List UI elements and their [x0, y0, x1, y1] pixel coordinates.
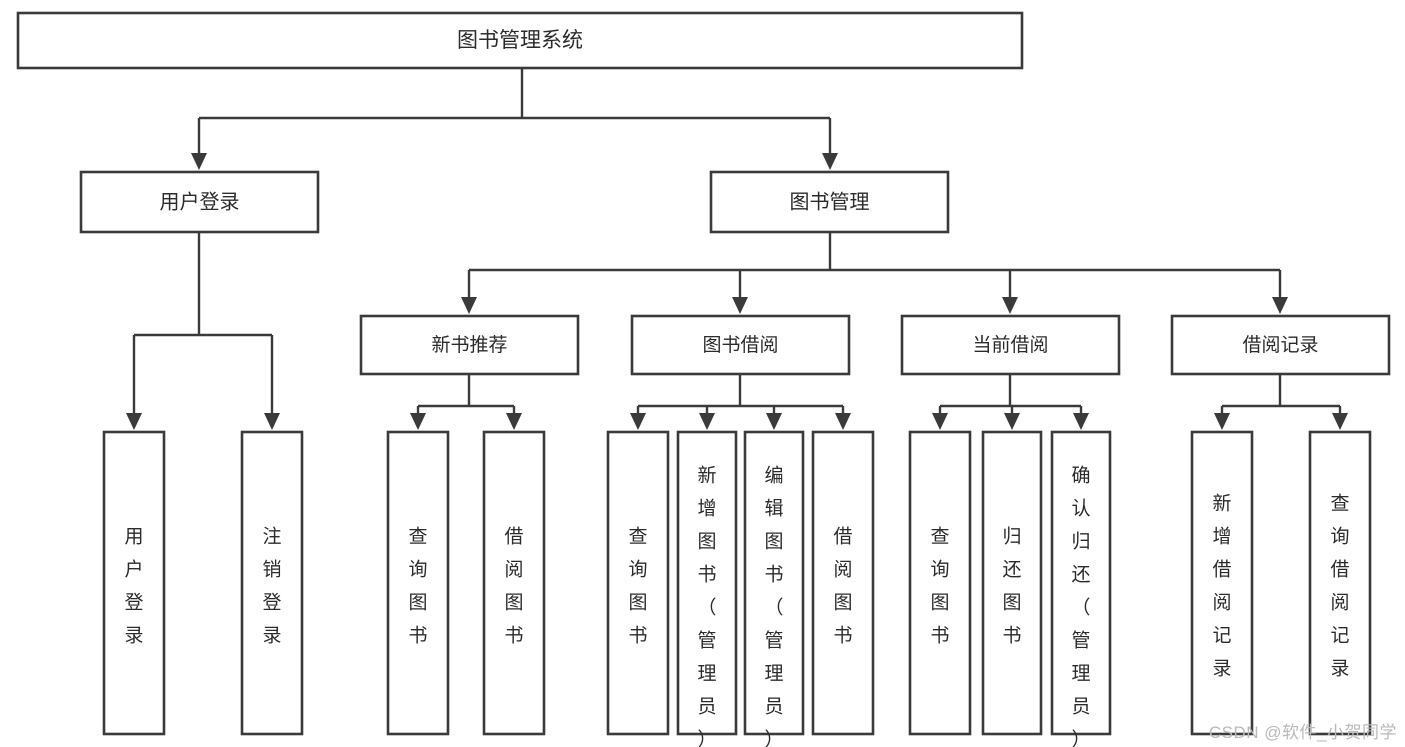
node-box[interactable]	[1170, 314, 1391, 376]
node-box[interactable]	[606, 430, 670, 736]
node-label: 借阅图书	[504, 526, 523, 647]
node-label: 新增图书（管理员）	[697, 465, 716, 747]
node-label: 查询图书	[930, 526, 949, 647]
node-label: 借阅图书	[833, 526, 852, 647]
node-label: 图书借阅	[702, 334, 778, 356]
node-box[interactable]	[359, 314, 580, 376]
connector-borrow-record-to-leaves	[1214, 374, 1348, 430]
leaf-node-leaf-query-book-recommend[interactable]: 查询图书	[386, 430, 450, 736]
root-node-root[interactable]: 图书管理系统	[16, 11, 1024, 70]
node-label: 查询借阅记录	[1330, 493, 1349, 680]
node-label: 查询图书	[408, 526, 427, 647]
level3-node-current-borrow[interactable]: 当前借阅	[900, 314, 1121, 376]
node-box[interactable]	[709, 170, 950, 234]
leaf-node-leaf-edit-book[interactable]: 编辑图书（管理员）	[743, 430, 805, 747]
level2-node-user-login[interactable]: 用户登录	[79, 170, 320, 234]
node-box[interactable]	[240, 430, 304, 736]
level2-node-book-manage[interactable]: 图书管理	[709, 170, 950, 234]
leaf-node-leaf-query-book-borrow[interactable]: 查询图书	[606, 430, 670, 736]
node-label: 用户登录	[160, 190, 240, 213]
connector-root-to-level2	[191, 68, 838, 170]
node-label: 注销登录	[262, 526, 281, 647]
node-box[interactable]	[1308, 430, 1372, 736]
node-label: 归还图书	[1002, 526, 1021, 647]
leaf-node-leaf-confirm-return[interactable]: 确认归还（管理员）	[1050, 430, 1112, 747]
node-box[interactable]	[676, 430, 738, 736]
csdn-watermark: CSDN @软件_小贺同学	[1208, 723, 1397, 742]
node-label: 用户登录	[124, 527, 143, 647]
leaf-node-leaf-add-book[interactable]: 新增图书（管理员）	[676, 430, 738, 747]
leaf-node-leaf-borrow-book-recommend[interactable]: 借阅图书	[482, 430, 546, 736]
node-box[interactable]	[908, 430, 972, 736]
leaf-node-leaf-add-borrow-record[interactable]: 新增借阅记录	[1190, 430, 1254, 736]
connector-current-borrow-to-leaves	[932, 374, 1089, 430]
connector-layer	[126, 68, 1348, 430]
node-label: 当前借阅	[972, 334, 1048, 356]
connector-book-borrow-to-leaves	[630, 374, 851, 430]
node-box[interactable]	[1050, 430, 1112, 736]
node-label: 图书管理系统	[457, 29, 583, 52]
node-box[interactable]	[79, 170, 320, 234]
node-label: 确认归还（管理员）	[1071, 465, 1090, 747]
leaf-node-leaf-user-login[interactable]: 用户登录	[102, 430, 166, 736]
leaf-node-leaf-borrow-book[interactable]: 借阅图书	[811, 430, 875, 736]
node-box[interactable]	[102, 430, 166, 736]
node-box[interactable]	[386, 430, 450, 736]
node-label: 图书管理	[790, 190, 870, 213]
connector-book-manage-to-level3	[461, 232, 1288, 314]
node-box[interactable]	[900, 314, 1121, 376]
node-box[interactable]	[1190, 430, 1254, 736]
node-label: 查询图书	[628, 526, 647, 647]
node-box[interactable]	[811, 430, 875, 736]
connector-new-book-recommend-to-leaves	[410, 374, 522, 430]
node-box[interactable]	[630, 314, 851, 376]
leaf-node-leaf-logout-login[interactable]: 注销登录	[240, 430, 304, 736]
node-layer: 图书管理系统用户登录图书管理新书推荐图书借阅当前借阅借阅记录用户登录注销登录查询…	[16, 11, 1391, 747]
node-box[interactable]	[981, 430, 1043, 736]
level3-node-book-borrow[interactable]: 图书借阅	[630, 314, 851, 376]
node-label: 新书推荐	[431, 334, 507, 356]
node-box[interactable]	[482, 430, 546, 736]
leaf-node-leaf-query-borrow-record[interactable]: 查询借阅记录	[1308, 430, 1372, 736]
leaf-node-leaf-query-book-current[interactable]: 查询图书	[908, 430, 972, 736]
level3-node-borrow-record[interactable]: 借阅记录	[1170, 314, 1391, 376]
node-label: 新增借阅记录	[1212, 493, 1231, 680]
node-label: 借阅记录	[1242, 334, 1318, 356]
node-label: 编辑图书（管理员）	[764, 465, 783, 747]
node-box[interactable]	[16, 11, 1024, 70]
node-box[interactable]	[743, 430, 805, 736]
connector-user-login-to-leaves	[126, 232, 280, 430]
level3-node-new-book-recommend[interactable]: 新书推荐	[359, 314, 580, 376]
leaf-node-leaf-return-book[interactable]: 归还图书	[981, 430, 1043, 736]
